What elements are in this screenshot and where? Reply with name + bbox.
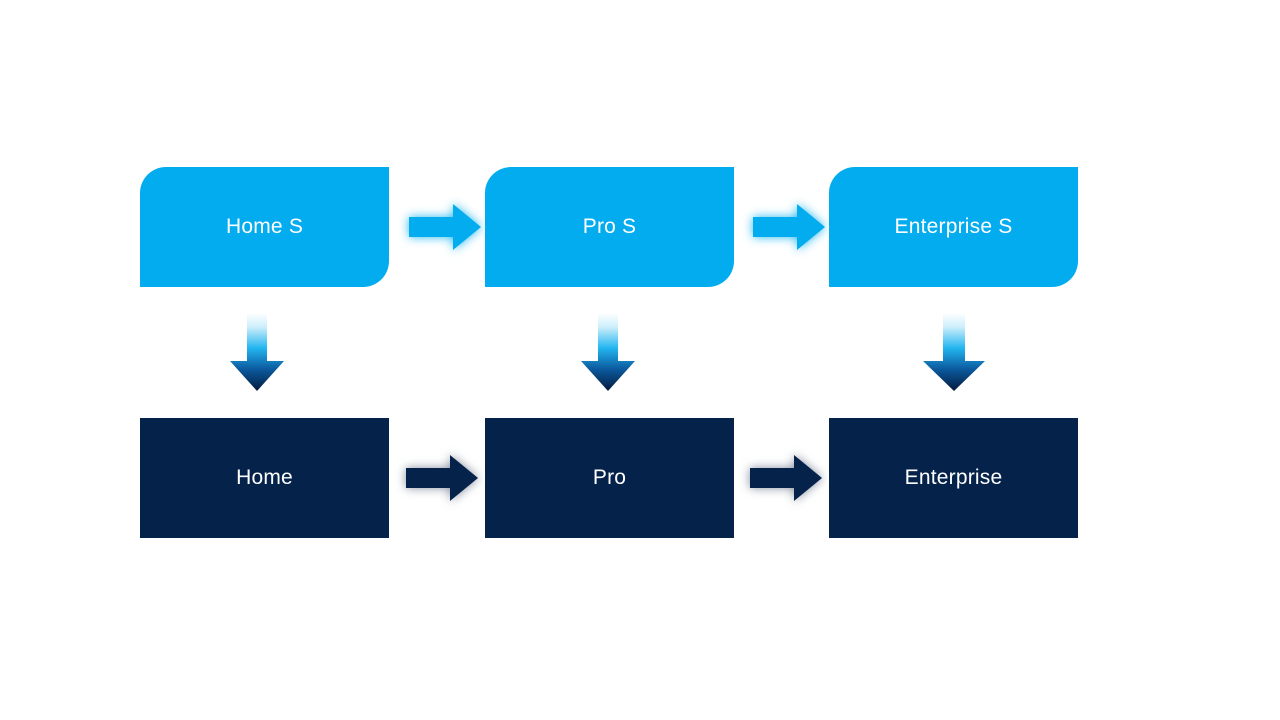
arrow-home-to-pro	[406, 455, 478, 501]
arrow-pro-to-enterprise	[750, 455, 822, 501]
node-enterprise-s[interactable]: Enterprise S	[829, 167, 1078, 287]
node-label: Home S	[225, 215, 304, 239]
node-label: Enterprise S	[894, 215, 1013, 239]
node-label: Home	[236, 466, 293, 490]
arrow-home-s-to-pro-s	[409, 204, 481, 250]
arrow-home-s-to-home	[227, 313, 287, 391]
node-enterprise[interactable]: Enterprise	[829, 418, 1078, 538]
arrow-enterprise-s-to-enterprise	[920, 313, 988, 391]
node-home-s[interactable]: Home S	[140, 167, 389, 287]
arrow-pro-s-to-enterprise-s	[753, 204, 825, 250]
node-label: Enterprise	[904, 466, 1003, 490]
node-label: Pro	[592, 466, 627, 490]
node-pro-s[interactable]: Pro S	[485, 167, 734, 287]
node-home[interactable]: Home	[140, 418, 389, 538]
node-label: Pro S	[582, 215, 637, 239]
arrow-pro-s-to-pro	[578, 313, 638, 391]
node-pro[interactable]: Pro	[485, 418, 734, 538]
